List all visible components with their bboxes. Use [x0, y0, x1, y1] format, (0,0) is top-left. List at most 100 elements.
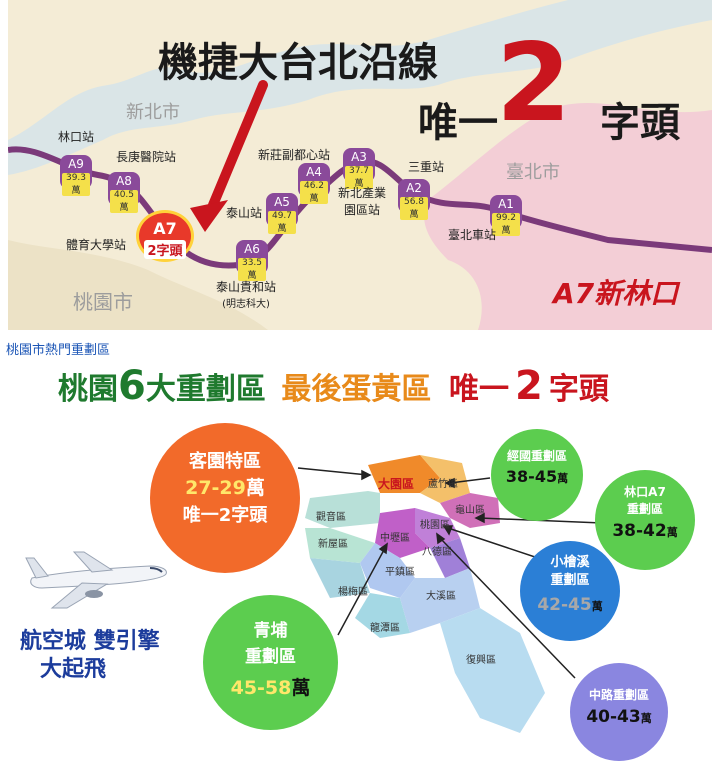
district-fuxing-shape	[440, 608, 545, 733]
station-badge-a3: A3 37.7萬	[343, 148, 375, 189]
bubble-linkou	[595, 470, 695, 570]
bubble-qingpu-price-row: 45-58萬	[203, 677, 338, 701]
bubble-jingguo	[491, 429, 583, 521]
district-guanyin-shape	[305, 491, 380, 528]
station-note: (明志科大)	[222, 299, 270, 310]
banner-part4: 唯一	[449, 372, 509, 407]
bubble-zhonglu	[570, 663, 668, 761]
station-name-a5: 泰山站	[226, 206, 263, 220]
station-price: 40.5萬	[110, 190, 138, 213]
bubble-jingguo-name: 經國重劃區	[506, 449, 567, 463]
district-label: 桃園區	[420, 520, 450, 531]
station-name-a1: 臺北車站	[448, 228, 497, 242]
station-name-a8: 長庚醫院站	[116, 150, 177, 164]
bubble-zhonglu-price: 40-43	[586, 707, 641, 727]
station-name-a2: 三重站	[408, 160, 445, 174]
district-label: 龜山區	[455, 505, 485, 516]
district-yangmei-shape	[310, 558, 370, 598]
map-background	[8, 0, 712, 330]
district-label: 新屋區	[318, 539, 348, 550]
bubble-qingpu	[203, 595, 338, 730]
bubble-xiaokuai	[520, 541, 620, 641]
section-title: 桃園市熱門重劃區	[6, 343, 111, 358]
station-price: 99.2萬	[492, 213, 520, 236]
district-xinwu-shape	[305, 528, 375, 563]
bubble-linkou-name2: 重劃區	[626, 502, 663, 516]
headline-prefix: 唯一	[418, 100, 498, 146]
bubble-qingpu-price: 45-58	[230, 677, 292, 699]
bubble-qingpu-unit: 萬	[291, 677, 311, 699]
district-label: 平鎮區	[385, 567, 415, 578]
region-label-taoyuan: 桃園市	[73, 290, 133, 314]
district-label: 觀音區	[316, 512, 346, 523]
station-code: A7	[153, 219, 177, 238]
station-code: A8	[116, 174, 132, 188]
district-label: 楊梅區	[338, 587, 368, 598]
banner-part5: 字頭	[548, 372, 609, 407]
headline-line1: 機捷大台北沿線	[158, 40, 438, 86]
district-label: 八德區	[422, 547, 452, 558]
station-price: 39.3萬	[62, 173, 90, 196]
district-taoyuan-shape	[415, 508, 460, 548]
district-pingzhen-shape	[360, 543, 415, 598]
region-label-new-taipei: 新北市	[126, 102, 180, 123]
bubble-kejuan	[150, 423, 300, 573]
bubble-kejuan-price: 27-29	[185, 477, 246, 499]
station-badge-a2: A2 56.8萬	[398, 179, 430, 220]
bubble-linkou-unit: 萬	[666, 526, 678, 539]
bubble-jingguo-unit: 萬	[557, 472, 569, 485]
headline-big-number: 2	[496, 21, 572, 146]
station-price: 46.2萬	[300, 181, 328, 204]
a7-logo: A7新林口	[553, 277, 679, 310]
station-badge-a4: A4 46.2萬	[298, 163, 330, 204]
station-price: 56.8萬	[400, 197, 428, 220]
district-map	[297, 455, 603, 733]
bubble-qingpu-name: 青埔	[253, 621, 288, 641]
banner-part2: 大重劃區	[145, 372, 266, 407]
slogan-line1: 航空城 雙引擎	[20, 629, 160, 654]
bubble-xiaokuai-name: 小檜溪	[550, 555, 590, 570]
bubble-kejuan-tagline: 唯一2字頭	[182, 505, 268, 526]
station-price: 49.7萬	[268, 211, 296, 234]
district-label: 中壢區	[380, 533, 410, 544]
bubble-zhonglu-unit: 萬	[640, 712, 652, 725]
bubble-zhonglu-name: 中路重劃區	[588, 688, 649, 702]
district-dayuan-shape	[368, 455, 440, 493]
region-label-taipei: 臺北市	[506, 162, 560, 183]
station-badge-a5: A5 49.7萬	[266, 193, 298, 234]
bubble-xiaokuai-unit: 萬	[591, 600, 603, 613]
station-code: A3	[351, 150, 367, 164]
station-code: A4	[306, 165, 322, 179]
bubble-jingguo-price: 38-45	[505, 467, 558, 486]
station-code: A2	[406, 181, 422, 195]
district-label: 蘆竹區	[428, 479, 458, 490]
station-price: 33.5萬	[238, 258, 266, 281]
station-badge-a8: A8 40.5萬	[108, 172, 140, 213]
bubble-xiaokuai-name2: 重劃區	[550, 573, 590, 588]
station-name-a3: 新北產業園區站	[338, 186, 387, 217]
airplane-icon	[25, 551, 167, 609]
bubble-kejuan-price-row: 27-29萬	[150, 477, 300, 501]
station-badge-a9: A9 39.3萬	[60, 155, 92, 196]
station-code: A1	[498, 197, 514, 211]
district-label: 龍潭區	[370, 623, 400, 634]
bubble-xiaokuai-price-row: 42-45萬	[520, 595, 620, 616]
station-code: A5	[274, 195, 290, 209]
district-label: 大園區	[378, 477, 415, 491]
bubble-linkou-price: 38-42	[612, 521, 667, 541]
station-badge-a1: A1 99.2萬	[490, 195, 522, 236]
district-label: 復興區	[466, 655, 496, 666]
district-bade-shape	[430, 538, 470, 578]
banner-part3: 最後蛋黃區	[281, 372, 432, 407]
district-zhongli-shape	[375, 508, 430, 558]
banner-num2: 2	[515, 363, 543, 409]
bubble-kejuan-name: 客園特區	[189, 451, 261, 472]
district-longtan-shape	[355, 593, 410, 638]
station-code: A9	[68, 157, 84, 171]
district-daxi-shape	[400, 568, 480, 633]
station-price: 37.7萬	[345, 166, 373, 189]
bubble-linkou-name: 林口A7	[624, 485, 666, 499]
district-label: 大溪區	[426, 591, 456, 602]
